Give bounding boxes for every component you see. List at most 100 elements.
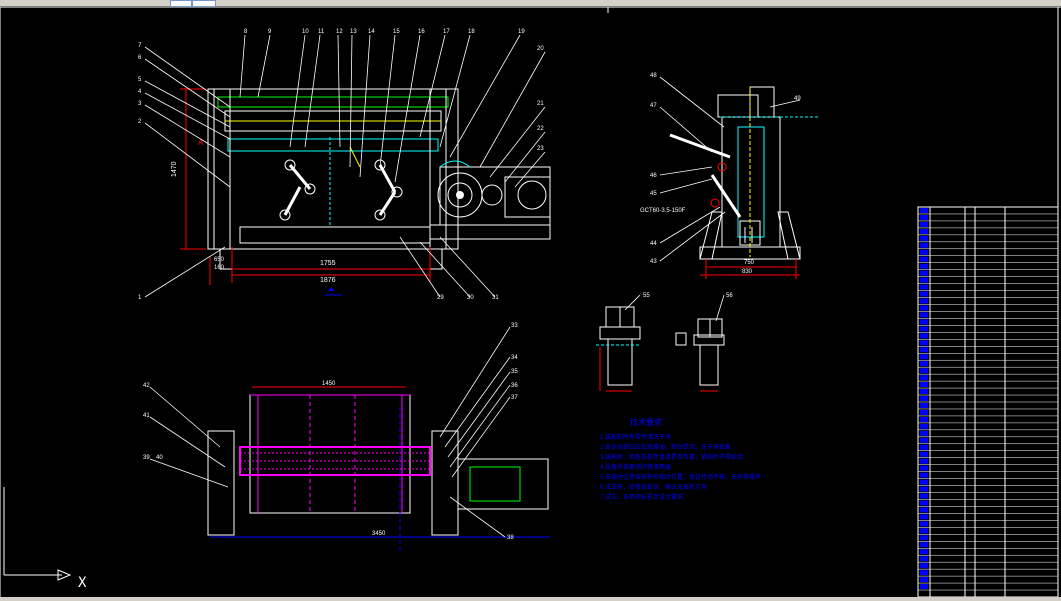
balloon: 2 [138,119,142,125]
parts-table [917,206,1059,598]
tech-note-line: 4.设备外表面涂防锈漆两遍 [600,463,671,471]
label: 38 [507,535,514,541]
balloon: 1 [138,295,142,301]
balloon: 10 [302,29,309,35]
dim-left: 650 [214,257,225,263]
tech-note-line: 6.试车前，检查各部位，确认无误后方可 [600,483,707,491]
front-view: 1755 1876 1470 650 160 A 8 [138,29,551,301]
table-cell [920,500,928,506]
dim-height: 1470 [171,161,178,177]
table-cell [920,256,928,262]
table-cell [920,486,928,492]
balloon: 21 [537,101,544,107]
table-cell [920,493,928,499]
tech-note-line: 1.装配前所有零件清洗干净 [600,433,671,441]
label: 36 [511,383,518,389]
table-cell [920,465,928,471]
balloon: 4 [138,89,142,95]
label: 41 [143,413,150,419]
dim-center: 160 [214,265,225,271]
table-cell [920,291,928,297]
table-cell [920,507,928,513]
table-cell [920,319,928,325]
table-cell [920,437,928,443]
table-cell [920,354,928,360]
label: 34 [511,355,518,361]
table-cell [920,277,928,283]
dim-bottom: 3450 [372,531,386,537]
table-cell [920,430,928,436]
toolbar-button[interactable] [170,0,192,7]
table-cell [920,305,928,311]
balloon: 30 [467,295,474,301]
table-cell [920,521,928,527]
balloon: 7 [138,43,142,49]
balloon: 11 [318,29,325,35]
label: 39 [143,455,150,461]
tech-note-line: 3.装配后，检查各部件连接是否可靠，紧固件不得松动 [600,453,743,461]
table-cell [920,361,928,367]
table-cell [920,542,928,548]
table-cell [920,263,928,269]
table-cell [920,235,928,241]
table-cell [920,423,928,429]
balloon: 23 [537,146,544,152]
table-cell [920,556,928,562]
section-marker: A [198,138,204,147]
balloon: 22 [537,126,544,132]
table-cell [920,409,928,415]
table-cell [920,451,928,457]
balloon: 16 [418,29,425,35]
balloon: 12 [336,29,343,35]
balloon: 9 [268,29,272,35]
label-47: 47 [650,103,657,109]
label-48: 48 [650,73,657,79]
table-cell [920,382,928,388]
toolbar-strip [0,0,1061,7]
label-46: 46 [650,173,657,179]
note: GCT60-3.5-150F [640,208,686,214]
label: 42 [143,383,150,389]
label: 40 [156,455,163,461]
balloon: 6 [138,55,142,61]
table-cell [920,249,928,255]
table-cell [920,270,928,276]
label-56: 56 [726,293,733,299]
table-cell [920,396,928,401]
table-cell [920,375,928,381]
table-cell [920,214,928,220]
table-cell [920,584,928,590]
balloon: 13 [350,29,357,35]
ucs-icon [3,487,72,581]
label-55: 55 [643,293,650,299]
balloon: 20 [537,46,544,52]
ucs-x-label: X [78,575,87,591]
table-cell [920,347,928,353]
table-cell [920,528,928,534]
label-43: 43 [650,259,657,265]
tech-note-line: 7.试车，各项指标符合设计要求 [600,493,683,501]
table-cell [920,479,928,485]
dim-base: 1876 [320,277,336,284]
balloon: 19 [518,29,525,35]
balloon: 29 [437,295,444,301]
table-cell [920,242,928,248]
drawing-canvas[interactable]: 1755 1876 1470 650 160 A 8 [0,7,1061,601]
table-cell [920,298,928,304]
balloon: 18 [468,29,475,35]
balloon: 3 [138,101,142,107]
dim-top: 1450 [322,381,336,387]
tech-notes: 技术要求 1.装配前所有零件清洗干净 2.各运动部位应加润滑油，转动灵活，无卡滞… [600,417,761,501]
toolbar-button[interactable] [192,0,216,7]
label-49: 49 [794,96,801,102]
dim-width: 750 [744,260,755,266]
balloon: 8 [244,29,248,35]
table-cell [920,326,928,332]
side-view: 750 830 GCT60-3.5-150F 48 47 46 45 44 43… [640,73,820,279]
dim-overall: 1755 [320,260,336,267]
label-44: 44 [650,241,657,247]
table-cell [920,570,928,576]
table-cell [920,514,928,520]
table-cell [920,368,928,374]
balloon: 5 [138,77,142,83]
